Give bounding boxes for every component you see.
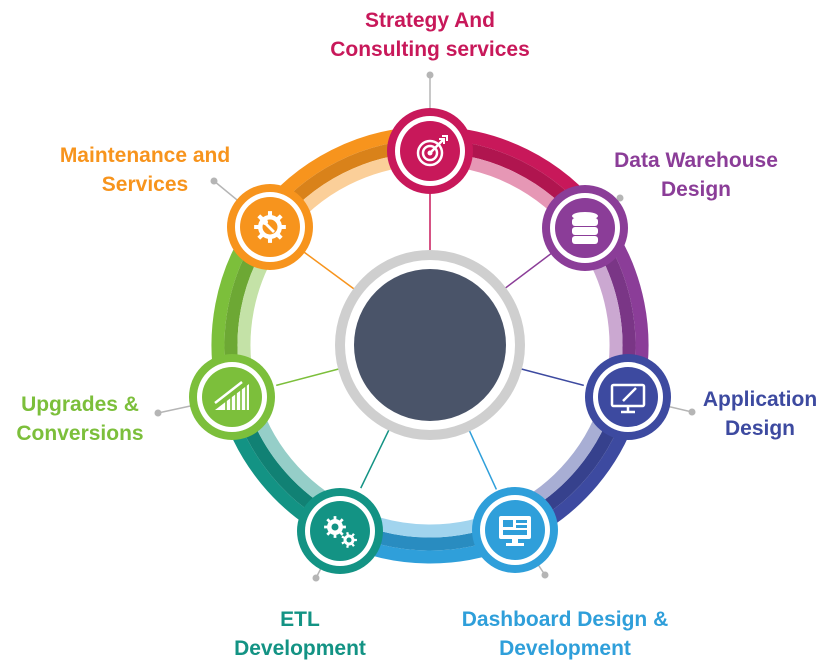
label-line: Services (101, 173, 189, 196)
leader-dot-etl (312, 574, 320, 582)
leader-dot-upgrades (154, 409, 162, 417)
label-line: Upgrades & (21, 393, 139, 416)
leader-dot-dashboard (541, 571, 549, 579)
spoke-lines (276, 186, 584, 490)
label-etl: ETL Development (200, 605, 400, 663)
leader-dot-data-warehouse (616, 194, 624, 202)
spoke-etl (360, 427, 391, 489)
node-upgrades (189, 354, 275, 440)
node-strategy (387, 108, 473, 194)
label-line: Maintenance and (59, 144, 231, 167)
target-icon (416, 135, 448, 167)
label-line: Development (234, 637, 366, 660)
label-line: Strategy And (365, 9, 495, 32)
spoke-data-warehouse (502, 248, 558, 291)
leader-dot-strategy (426, 71, 434, 79)
node-data-warehouse (542, 185, 628, 271)
node-application (585, 354, 671, 440)
database-icon (572, 212, 598, 244)
dashboard-monitor-icon (499, 516, 531, 546)
label-line: Data Warehouse (614, 149, 778, 172)
gears-icon (324, 516, 357, 548)
label-line: Application (702, 388, 818, 411)
service-nodes (189, 108, 671, 574)
label-line: Dashboard Design & (461, 608, 669, 631)
spoke-application (518, 367, 584, 387)
spoke-dashboard (467, 428, 498, 490)
node-etl (297, 488, 383, 574)
label-line: ETL (280, 608, 320, 631)
growth-ramp-icon (214, 381, 249, 410)
label-dashboard: Dashboard Design & Development (430, 605, 700, 663)
label-line: Design (724, 417, 795, 440)
monitor-pen-icon (610, 383, 646, 414)
label-line: Design (660, 178, 731, 201)
center-hub-core (354, 269, 506, 421)
center-hub (335, 250, 525, 440)
label-line: Development (499, 637, 631, 660)
label-upgrades: Upgrades & Conversions (0, 390, 160, 448)
gear-wrench-icon (254, 211, 286, 243)
spoke-upgrades (276, 367, 342, 387)
leader-dot-application (688, 408, 696, 416)
node-maintenance (227, 184, 313, 270)
leader-dot-maintenance (210, 177, 218, 185)
label-line: Conversions (16, 422, 144, 445)
label-line: Consulting services (330, 38, 530, 61)
node-dashboard (472, 487, 558, 573)
spoke-maintenance (301, 250, 357, 291)
